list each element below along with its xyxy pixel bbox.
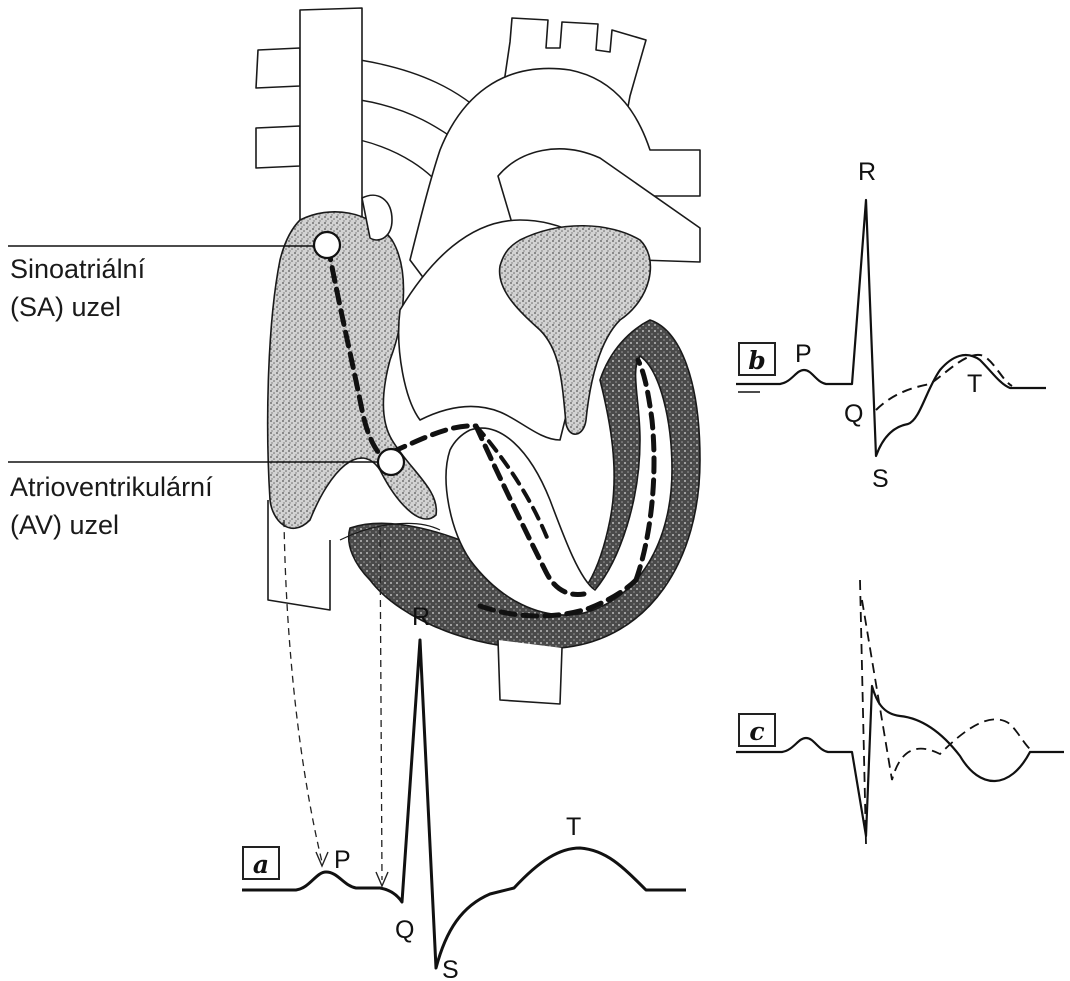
- wave-a-t: T: [566, 813, 581, 841]
- ecg-trace-c-solid: [736, 686, 1064, 836]
- av-node-label-line2: (AV) uzel: [10, 509, 213, 541]
- wave-b-q: Q: [844, 400, 863, 428]
- panel-tag-b: b: [738, 342, 776, 376]
- panel-tag-a: a: [242, 846, 280, 880]
- wave-b-t: T: [967, 370, 982, 398]
- wave-a-s: S: [442, 956, 459, 981]
- panel-tag-c: c: [738, 713, 776, 747]
- av-node-marker: [378, 449, 404, 475]
- av-node-label-line1: Atrioventrikulární: [10, 471, 213, 503]
- superior-vena-cava: [300, 8, 362, 232]
- ecg-trace-b-normal: [736, 200, 1046, 456]
- sa-node-marker: [314, 232, 340, 258]
- ecg-trace-b-dashed: [876, 355, 1012, 410]
- pulmonary-vessel-upper: [256, 48, 300, 88]
- wave-a-r: R: [412, 603, 430, 631]
- ecg-trace-a: [242, 640, 686, 968]
- sa-to-p-wave-arrow: [284, 520, 322, 862]
- sa-node-label-line1: Sinoatriální: [10, 253, 145, 285]
- wave-a-p: P: [334, 846, 351, 874]
- wave-b-r: R: [858, 158, 876, 186]
- heart-drawing: [256, 8, 700, 704]
- wave-a-q: Q: [395, 916, 414, 944]
- av-node-label: Atrioventrikulární (AV) uzel: [10, 471, 213, 541]
- wave-b-p: P: [795, 340, 812, 368]
- sa-node-label: Sinoatriální (SA) uzel: [10, 253, 145, 323]
- wave-labels-b: P R Q S T: [795, 158, 982, 493]
- sa-node-label-line2: (SA) uzel: [10, 291, 145, 323]
- wave-b-s: S: [872, 465, 889, 493]
- inferior-vena-cava: [498, 640, 562, 704]
- pulmonary-vessel-lower: [256, 126, 300, 168]
